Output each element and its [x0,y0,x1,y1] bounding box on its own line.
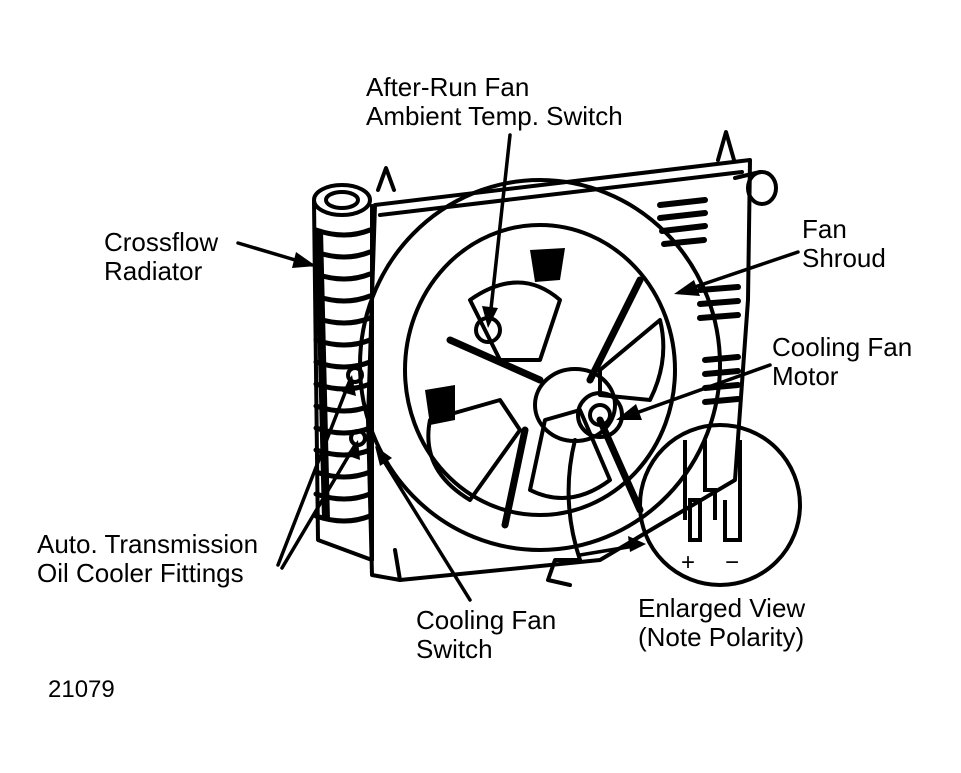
figure-number: 21079 [48,676,115,703]
oil-cooler-fitting-upper [346,366,364,384]
fan-blades [426,280,666,502]
lower-bracket [393,548,402,582]
enlarged-view [638,423,802,587]
fan-shroud-ring [358,178,722,552]
mount-tab-right [716,130,736,162]
label-enlarged-view: Enlarged View(Note Polarity) [638,593,806,652]
polarity-minus: − [725,549,740,576]
motor-wiring [566,438,582,562]
arrowheads [292,252,700,552]
polarity-plus: + [681,549,696,576]
fin-shading [315,230,565,520]
mount-tab-left [376,166,396,192]
